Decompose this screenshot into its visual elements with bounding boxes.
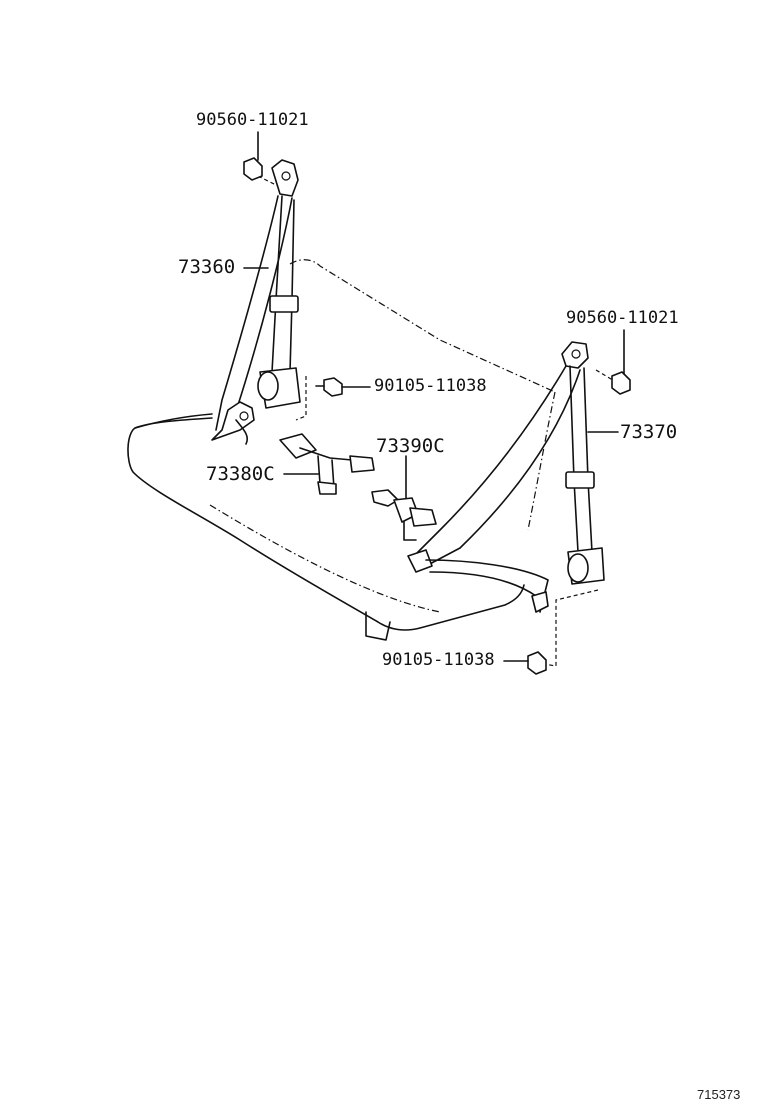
bolt-lower-right-icon <box>503 651 547 675</box>
right-seatbelt <box>407 341 617 667</box>
part-label-bolt-lower-right: 90105-11038 <box>382 650 495 670</box>
leader-lines <box>243 267 619 433</box>
figure-number: 715373 <box>697 1087 741 1102</box>
bolt-mid-left-icon <box>315 377 371 397</box>
part-label-belt-right: 73370 <box>620 421 678 443</box>
part-label-bolt-upper-left: 90560-11021 <box>196 110 309 130</box>
seat-cushion <box>127 259 556 641</box>
part-label-belt-left: 73360 <box>178 256 236 278</box>
left-seatbelt <box>211 159 307 445</box>
bolt-upper-right-icon <box>611 329 631 395</box>
buckle-left-icon <box>279 433 375 495</box>
part-label-buckle-right: 73390C <box>376 435 445 457</box>
bolt-upper-left-icon <box>243 131 263 181</box>
part-label-bolt-mid-left: 90105-11038 <box>374 376 487 396</box>
part-label-buckle-left: 73380C <box>206 463 275 485</box>
part-label-bolt-upper-right: 90560-11021 <box>566 308 679 328</box>
buckle-right-icon <box>371 455 437 541</box>
